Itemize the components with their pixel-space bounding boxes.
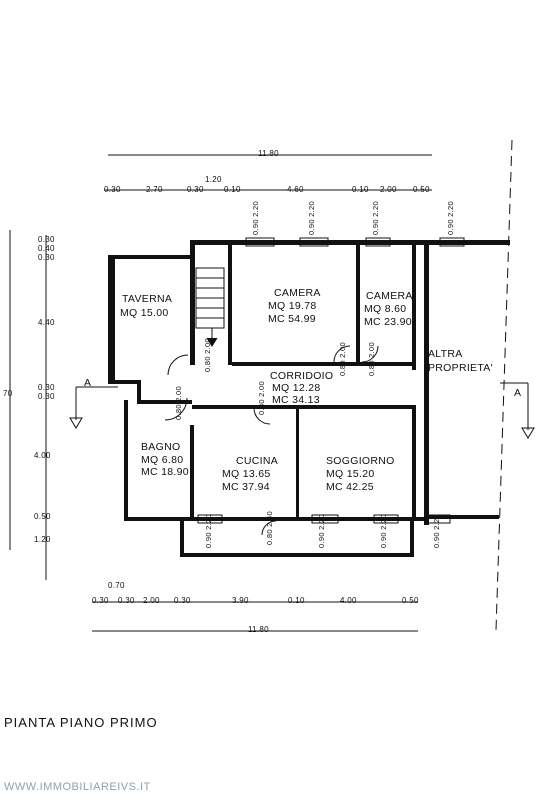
window-dim-top-2: 0.90 2.20 — [307, 201, 316, 235]
room-bagno-mq: MQ 6.80 — [141, 454, 184, 466]
left-dim-2: 0.40 — [38, 244, 55, 253]
bottom-dim-1: 0.30 — [92, 596, 109, 605]
left-dim-3: 0.30 — [38, 253, 55, 262]
left-dim-5: 0.30 — [38, 383, 55, 392]
room-corridoio-mc: MC 34.13 — [272, 394, 320, 406]
window-dim-top-3: 0.90 2.20 — [371, 201, 380, 235]
room-camera2-name: CAMERA — [366, 290, 413, 302]
door-dim-6: 0.80 2.40 — [265, 511, 274, 545]
room-corridoio-name: CORRIDOIO — [270, 370, 334, 382]
top-dim-8: 0.50 — [413, 185, 430, 194]
room-soggiorno-mc: MC 42.25 — [326, 481, 374, 493]
left-side-dim: 70 — [3, 389, 13, 398]
left-dim-7: 4.00 — [34, 451, 51, 460]
top-offset-dim: 1.20 — [205, 175, 222, 184]
door-dim-4: 0.80 2.00 — [338, 342, 347, 376]
window-dim-top-1: 0.90 2.20 — [251, 201, 260, 235]
door-dim-2: 0.80 2.00 — [174, 386, 183, 420]
left-dim-4: 4.40 — [38, 318, 55, 327]
room-corridoio-mq: MQ 12.28 — [272, 382, 321, 394]
room-taverna-mq: MQ 15.00 — [120, 307, 169, 319]
top-dim-3: 0.30 — [187, 185, 204, 194]
section-mark-left: A — [84, 377, 92, 389]
door-dim-5: 0.80 2.00 — [367, 342, 376, 376]
room-camera2-mc: MC 23.90 — [364, 316, 412, 328]
bottom-dim-5: 3.90 — [232, 596, 249, 605]
altra-proprieta-line1: ALTRA — [428, 348, 463, 360]
bottom-total-dim: 11.80 — [248, 625, 269, 634]
top-dim-6: 0.10 — [352, 185, 369, 194]
top-dim-2: 2.70 — [146, 185, 163, 194]
top-dim-1: 0.30 — [104, 185, 121, 194]
room-cucina-name: CUCINA — [236, 455, 279, 467]
room-bagno-name: BAGNO — [141, 441, 181, 453]
window-dim-bottom-3: 0.90 2.20 — [379, 514, 388, 548]
left-dim-9: 1.20 — [34, 535, 51, 544]
door-swing — [167, 354, 189, 376]
door-dim-3: 0.80 2.00 — [257, 381, 266, 415]
room-camera1-name: CAMERA — [274, 287, 321, 299]
bottom-offset-dim: 0.70 — [108, 581, 125, 590]
top-dim-7: 2.00 — [380, 185, 397, 194]
window-dim-top-4: 0.90 2.20 — [446, 201, 455, 235]
top-dim-5: 4.60 — [287, 185, 304, 194]
bottom-dim-7: 4.00 — [340, 596, 357, 605]
bottom-dim-8: 0.50 — [402, 596, 419, 605]
room-soggiorno-mq: MQ 15.20 — [326, 468, 375, 480]
room-camera2-mq: MQ 8.60 — [364, 303, 407, 315]
left-dim-6: 0.30 — [38, 392, 55, 401]
altra-proprieta-line2: PROPRIETA' — [428, 362, 493, 374]
left-dim-1: 0.30 — [38, 235, 55, 244]
room-soggiorno-name: SOGGIORNO — [326, 455, 395, 467]
window-dim-bottom-2: 0.90 2.20 — [317, 514, 326, 548]
walls — [108, 240, 510, 557]
left-dim-8: 0.50 — [34, 512, 51, 521]
bottom-dim-6: 0.10 — [288, 596, 305, 605]
room-cucina-mc: MC 37.94 — [222, 481, 270, 493]
window — [245, 237, 275, 247]
section-mark-right: A — [514, 387, 522, 399]
top-total-dim: 11.80 — [258, 149, 279, 158]
door-dim-1: 0.80 2.00 — [203, 338, 212, 372]
window-dim-bottom-4: 0.90 2.20 — [432, 514, 441, 548]
room-cucina-mq: MQ 13.65 — [222, 468, 271, 480]
page-title: PIANTA PIANO PRIMO — [4, 715, 158, 730]
room-camera1-mq: MQ 19.78 — [268, 300, 317, 312]
watermark: WWW.IMMOBILIAREIVS.IT — [4, 781, 151, 793]
room-camera1-mc: MC 54.99 — [268, 313, 316, 325]
room-taverna-name: TAVERNA — [122, 293, 173, 305]
bottom-dim-2: 0.30 — [118, 596, 135, 605]
bottom-dim-4: 0.30 — [174, 596, 191, 605]
property-boundary — [495, 139, 513, 631]
bottom-dim-3: 2.00 — [143, 596, 160, 605]
room-bagno-mc: MC 18.90 — [141, 466, 189, 478]
top-dim-4: 0.10 — [224, 185, 241, 194]
window-dim-bottom-1: 0.90 2.20 — [204, 514, 213, 548]
